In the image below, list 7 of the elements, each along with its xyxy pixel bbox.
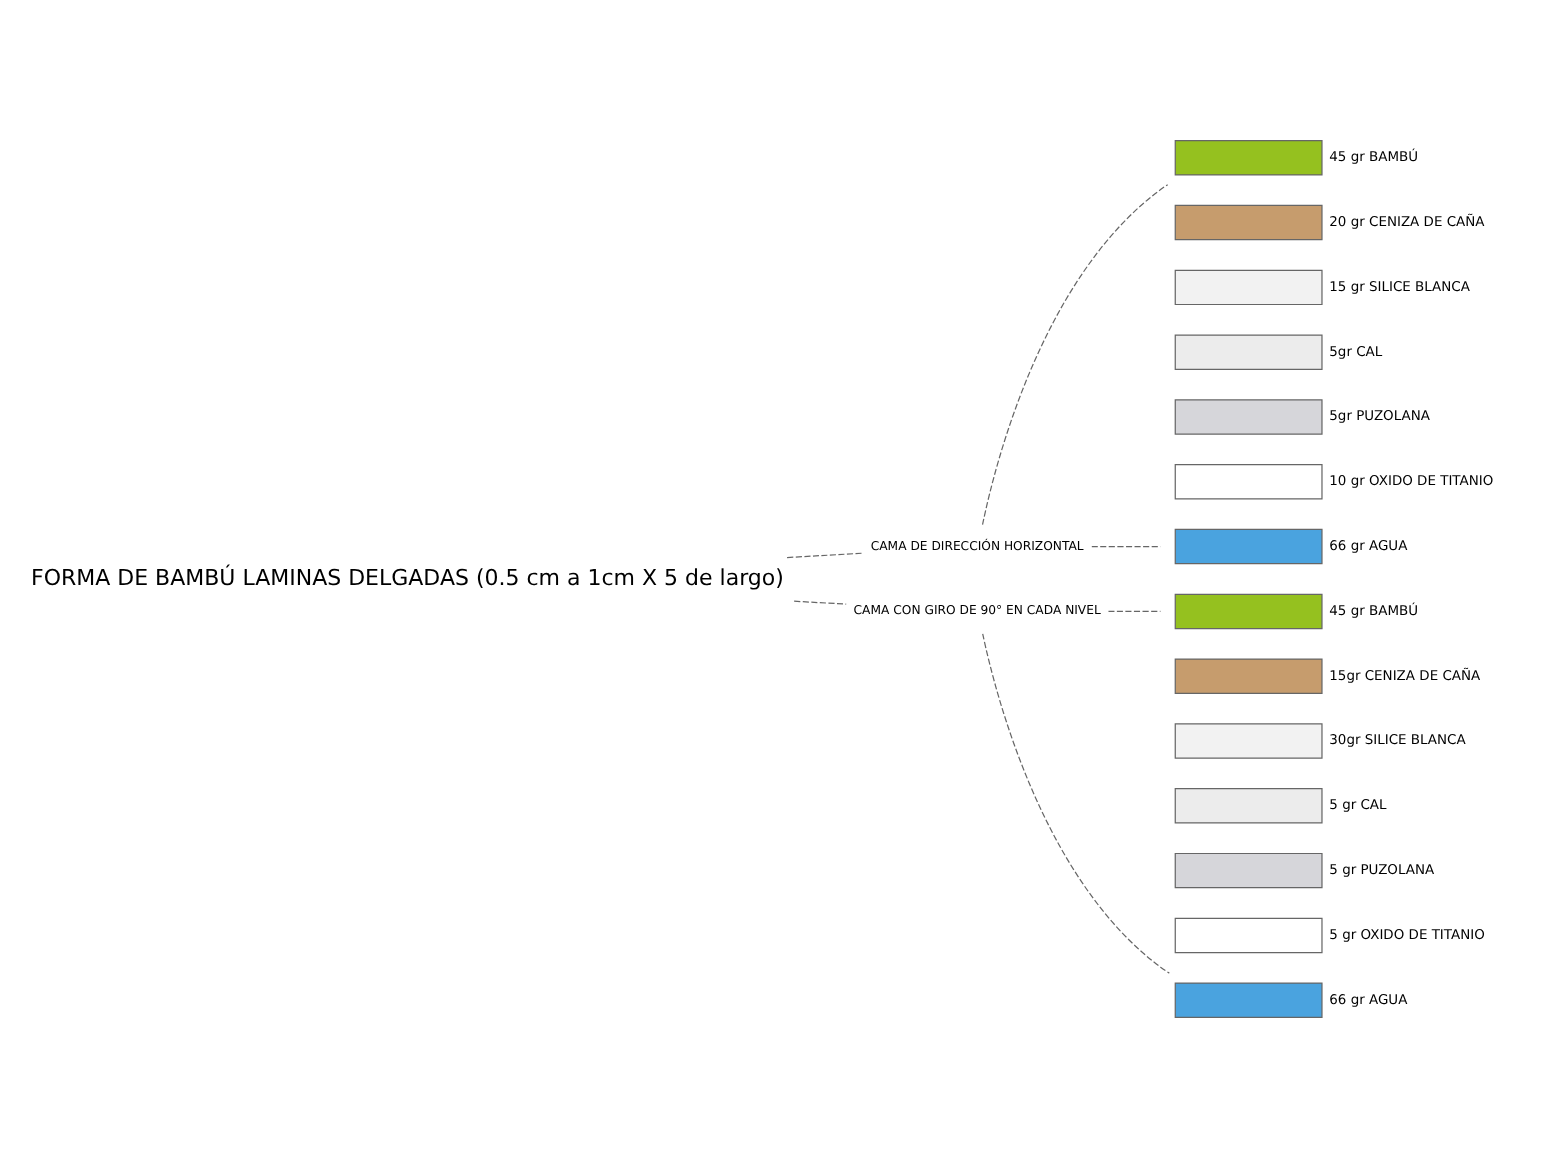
connector [786, 551, 864, 558]
connector [1091, 545, 1162, 547]
connector [982, 632, 1170, 973]
node-text: FORMA DE BAMBÚ LAMINAS DELGADAS (0.5 cm a 1cm X 5 de largo) [31, 563, 784, 590]
connector [981, 183, 1169, 525]
connector [793, 599, 847, 604]
connector [1107, 609, 1162, 611]
